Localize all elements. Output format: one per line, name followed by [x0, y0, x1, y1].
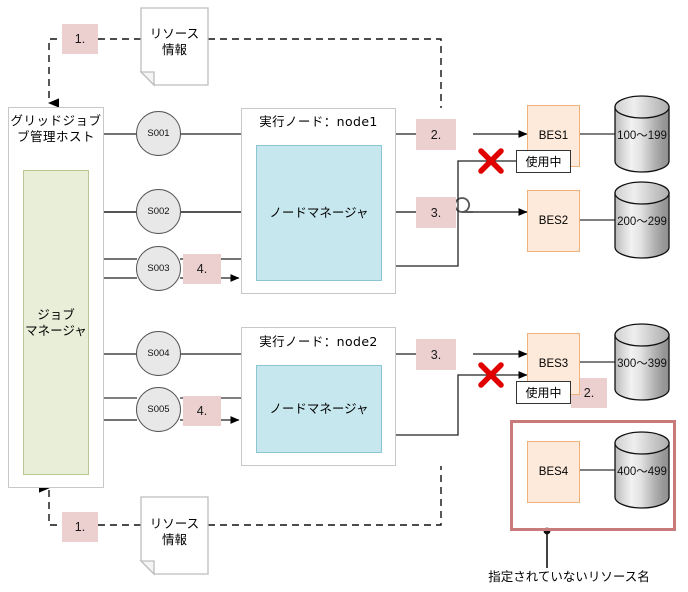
bes-box-4[interactable]: BES4: [527, 441, 580, 503]
dashed-bottom-loop: [39, 466, 442, 526]
service-circle-s005[interactable]: S005: [136, 387, 181, 432]
storage-range-label-3: 300〜399: [617, 358, 667, 370]
blocked-x-icon-2: [478, 362, 504, 388]
node2-blocked-branch: [396, 362, 528, 436]
step-chip-node1-in: 4.: [183, 254, 221, 284]
in-use-badge-bes1: 使用中: [516, 150, 571, 173]
bes-box-2[interactable]: BES2: [527, 190, 580, 252]
in-use-badge-bes3: 使用中: [516, 381, 571, 404]
node-manager-box-1: ノードマネージャ: [256, 145, 382, 281]
grid-job-management-host-title: グリッドジョブ ブ管理ホスト: [10, 113, 102, 144]
service-circle-s002[interactable]: S002: [136, 189, 181, 234]
service-circle-s001[interactable]: S001: [136, 111, 181, 156]
node1-blocked-branch: [396, 148, 528, 267]
step-chip-note-top: 1.: [62, 24, 98, 54]
step-chip-node2-in: 4.: [183, 396, 221, 426]
storage-range-label-1: 100〜199: [617, 130, 667, 142]
blocked-x-icon: [478, 148, 504, 174]
storage-cylinder-1: [614, 95, 670, 173]
step-chip-node2-out: 3.: [416, 339, 456, 370]
resource-note-bottom-shape: [139, 496, 209, 576]
node-manager-label-2: ノードマネージャ: [269, 401, 369, 416]
storage-cylinder-2: [614, 181, 670, 259]
service-circle-s003[interactable]: S003: [136, 246, 181, 291]
execution-node-2-title: 実行ノード：node2: [259, 334, 378, 349]
step-chip-node1-out-top: 2.: [416, 119, 456, 150]
step-chip-node1-out-mid: 3.: [416, 197, 456, 228]
node-manager-label-1: ノードマネージャ: [269, 205, 369, 220]
bes-storage-links: [580, 133, 615, 471]
storage-range-label-2: 200〜299: [617, 216, 667, 228]
node1-bes2-link: [396, 197, 528, 216]
storage-cylinder-4: [614, 431, 670, 509]
resource-note-bottom-label: リソース 情報: [149, 516, 200, 547]
storage-cylinder-3: [614, 323, 670, 401]
annotation-leader: [543, 527, 551, 568]
step-chip-note-bottom: 1.: [62, 512, 98, 542]
storage-range-label-4: 400〜499: [617, 466, 667, 478]
service-circle-s004[interactable]: S004: [136, 331, 181, 376]
unspecified-resource-highlight: [510, 420, 676, 531]
dashed-top-loop: [48, 38, 442, 108]
job-manager-label: ジョブ マネージャ: [25, 306, 87, 338]
node-manager-box-2: ノードマネージャ: [256, 365, 382, 453]
resource-note-top-label: リソース 情報: [149, 26, 200, 57]
resource-note-top-shape: [139, 7, 209, 87]
execution-node-1-title: 実行ノード：node1: [259, 114, 378, 129]
job-manager-box: ジョブ マネージャ: [23, 170, 89, 475]
annotation-caption: 指定されていないリソース名: [488, 569, 650, 584]
